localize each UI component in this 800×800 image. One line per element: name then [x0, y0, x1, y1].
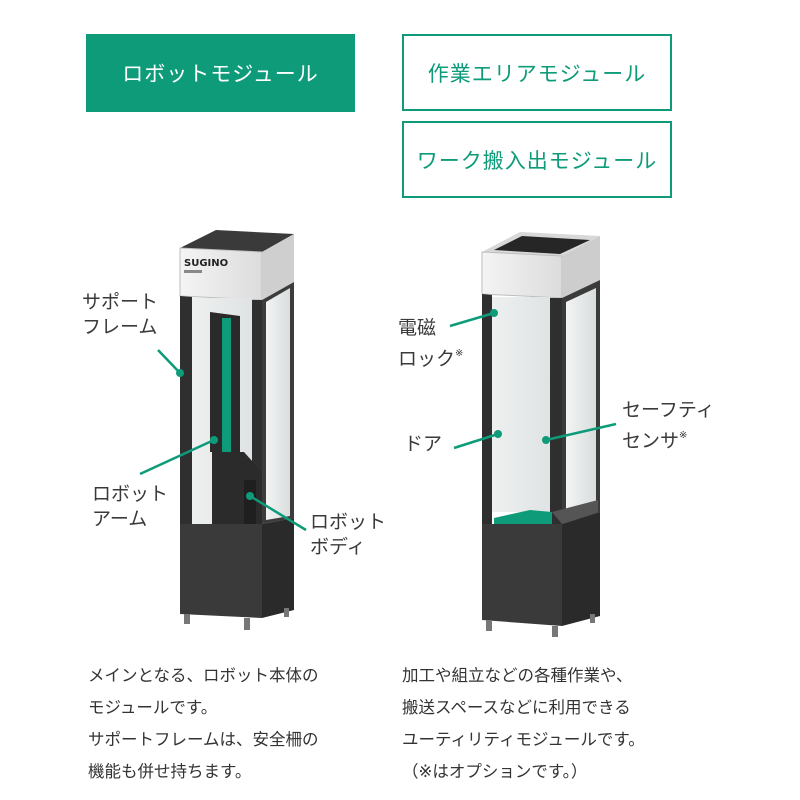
label-support-frame: サポート フレーム	[82, 290, 158, 340]
description-line: モジュールです。	[88, 698, 218, 717]
description-line: 搬送スペースなどに利用できる	[402, 698, 631, 717]
door-glass	[492, 297, 550, 512]
support-frame-post	[180, 296, 192, 524]
tab-work-io-module[interactable]: ワーク搬入出モジュール	[402, 121, 672, 198]
robot-top-lid	[180, 230, 294, 252]
description-line: メインとなる、ロボット本体の	[88, 666, 319, 685]
label-robot-body-line2: ボディ	[310, 536, 366, 558]
work-top-cap-front	[481, 251, 563, 299]
description-line: ユーティリティモジュールです。	[402, 730, 645, 749]
label-door: ドア	[404, 432, 442, 457]
label-robot-arm-line1: ロボット	[92, 483, 169, 505]
label-magnetic-lock-line2: ロック	[398, 348, 456, 370]
robot-module-description: メインとなる、ロボット本体の モジュールです。 サポートフレームは、安全柵の 機…	[88, 660, 319, 788]
brand-logo: SUGINO	[184, 258, 228, 269]
robot-top-cap-front	[179, 247, 263, 301]
work-base-cabinet	[482, 524, 562, 626]
description-line: （※はオプションです。）	[402, 762, 588, 781]
tab-robot-module[interactable]: ロボットモジュール	[86, 34, 355, 112]
description-line: 加工や組立などの各種作業や、	[402, 666, 633, 685]
work-callout-lines	[449, 309, 617, 450]
label-safety-sensor-line2: センサ	[622, 430, 680, 452]
label-safety-sensor: セーフティ センサ※	[622, 398, 715, 454]
label-robot-body-line1: ロボット	[310, 511, 387, 533]
label-magnetic-lock: 電磁 ロック※	[398, 316, 463, 372]
robot-base-cabinet	[180, 524, 262, 618]
label-support-frame-line1: サポート	[82, 291, 159, 313]
work-frame-post	[550, 298, 562, 524]
tab-work-area-module[interactable]: 作業エリアモジュール	[402, 34, 672, 111]
label-robot-arm-line2: アーム	[92, 508, 148, 530]
leveling-foot	[184, 614, 190, 624]
model-plate	[184, 270, 202, 273]
robot-module-illustration: SUGINO	[179, 230, 294, 630]
label-robot-arm: ロボット アーム	[92, 482, 168, 532]
option-mark: ※	[455, 348, 464, 359]
work-area-module-description: 加工や組立などの各種作業や、 搬送スペースなどに利用できる ユーティリティモジュ…	[402, 660, 645, 788]
label-magnetic-lock-line1: 電磁	[398, 317, 437, 339]
robot-top-cap-side	[262, 234, 294, 300]
work-tray	[494, 510, 552, 526]
robot-arm-rail	[222, 318, 231, 458]
description-line: 機能も併せ持ちます。	[88, 762, 252, 781]
work-area-module-illustration	[481, 232, 600, 637]
description-line: サポートフレームは、安全柵の	[88, 730, 319, 749]
label-door-text: ドア	[404, 433, 443, 455]
label-safety-sensor-line1: セーフティ	[622, 399, 715, 421]
robot-callout-lines	[139, 349, 307, 532]
label-support-frame-line2: フレーム	[82, 316, 158, 338]
option-mark: ※	[679, 430, 688, 441]
label-robot-body: ロボット ボディ	[310, 510, 386, 560]
